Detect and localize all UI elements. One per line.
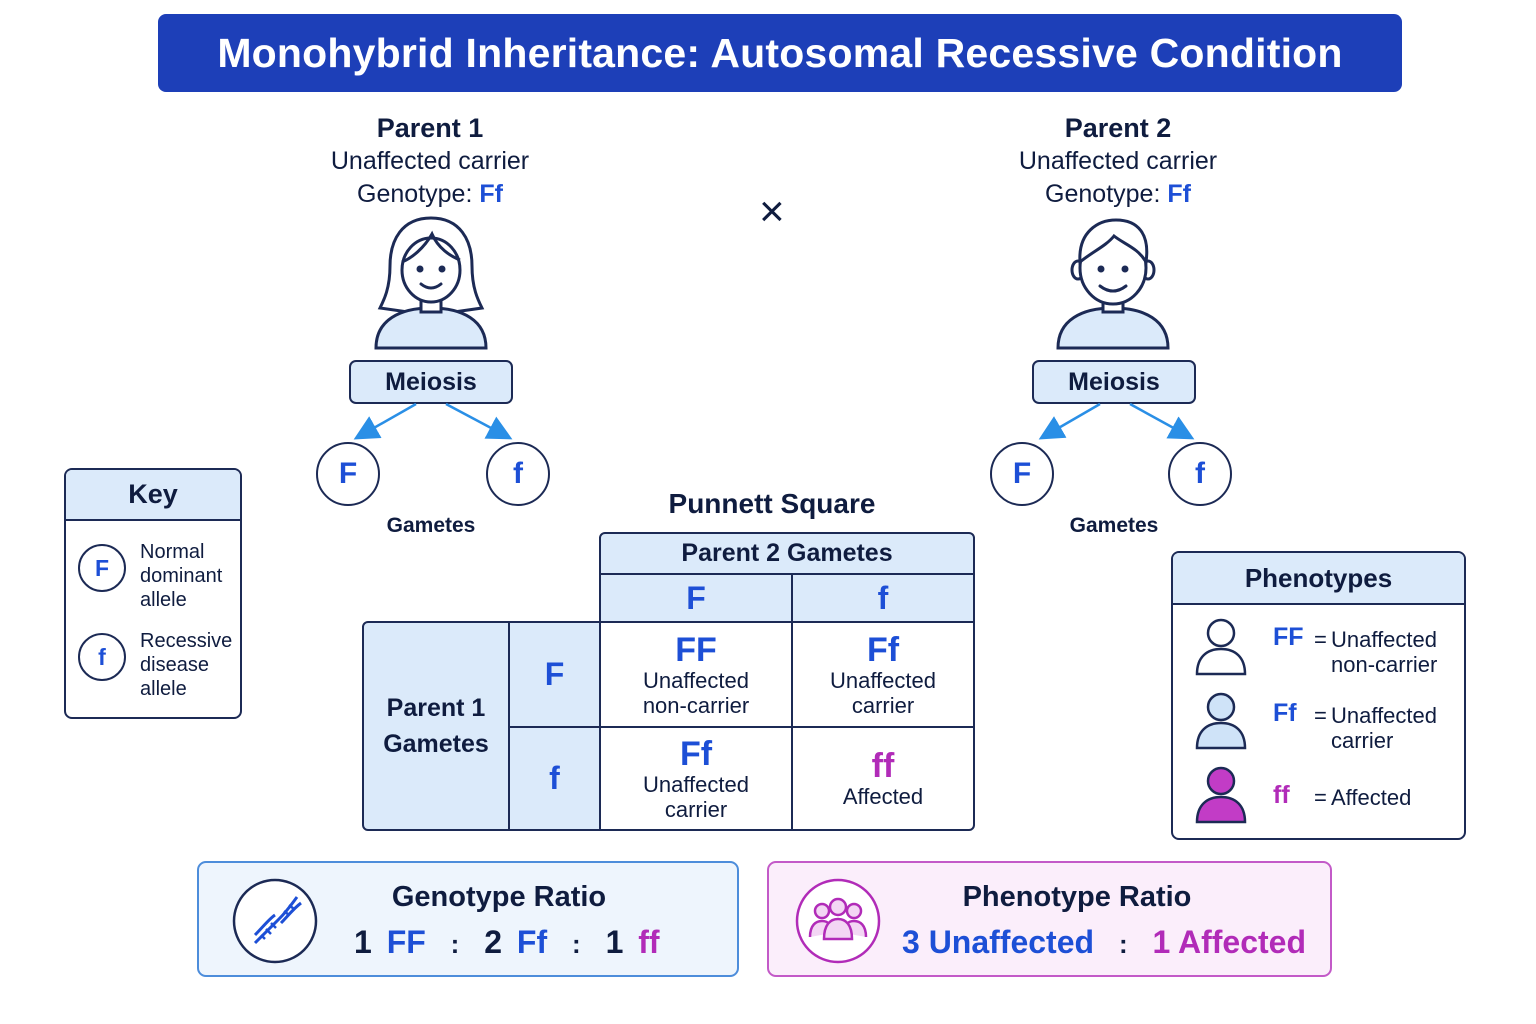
parent-2-title: Parent 2 xyxy=(1064,113,1172,143)
person-light-icon xyxy=(1195,692,1247,750)
phenotype-equals: = xyxy=(1314,627,1327,652)
parent-1-genotype-line: Genotype: Ff xyxy=(280,178,580,211)
phenotypes-title: Phenotypes xyxy=(1173,553,1464,605)
page-title: Monohybrid Inheritance: Autosomal Recess… xyxy=(217,29,1343,76)
cell-genotype: ff xyxy=(871,747,895,785)
phenotype-ratio-panel: Phenotype Ratio 3 Unaffected : 1 Affecte… xyxy=(767,861,1332,977)
punnett-cell-Ff-bottom: Ff Unaffected carrier xyxy=(599,726,793,831)
key-allele-recessive: f xyxy=(78,633,126,681)
key-panel: Key F Normal dominant allele f Recessive… xyxy=(64,468,242,719)
punnett-col-allele-dominant: F xyxy=(599,573,793,623)
phenotype-ratio-title: Phenotype Ratio xyxy=(962,881,1192,913)
punnett-title: Punnett Square xyxy=(668,488,876,519)
title-banner: Monohybrid Inheritance: Autosomal Recess… xyxy=(158,14,1402,92)
parent-2-genotype: Ff xyxy=(1167,180,1191,208)
arrow-p2-right xyxy=(1129,402,1195,440)
arrow-p1-left xyxy=(353,402,417,440)
meiosis-box-parent-1: Meiosis xyxy=(349,360,513,404)
dna-icon xyxy=(232,878,318,964)
punnett-row-header: Parent 1 Gametes xyxy=(362,621,510,831)
key-allele-dominant: F xyxy=(78,544,126,592)
cell-phenotype: Unaffected non-carrier xyxy=(642,667,750,718)
ratio-separator: : xyxy=(450,929,460,959)
person-outline-icon xyxy=(1195,618,1247,676)
gamete-p2-dominant: F xyxy=(990,442,1054,506)
ratio-separator: : xyxy=(572,929,581,959)
group-people-icon xyxy=(795,878,881,964)
col-allele-dominant: F xyxy=(686,579,706,616)
gamete-p1-dominant: F xyxy=(316,442,380,506)
cell-genotype: FF xyxy=(675,630,717,669)
meiosis-label: Meiosis xyxy=(1068,367,1160,396)
parent-2-genotype-label: Genotype: xyxy=(1045,180,1161,208)
cell-phenotype: Affected xyxy=(842,784,924,809)
ratio-count: 1 xyxy=(354,924,372,960)
col-allele-recessive: f xyxy=(877,579,889,616)
row-allele-dominant: F xyxy=(544,656,565,692)
phenotype-genotype: ff xyxy=(1273,781,1290,809)
cell-phenotype: Unaffected carrier xyxy=(829,667,936,718)
phenotype-description: Unaffected non-carrier xyxy=(1331,627,1438,677)
phenotypes-panel: Phenotypes FF = Unaffected non-carrier F… xyxy=(1171,551,1466,840)
ratio-count: 2 xyxy=(484,924,503,960)
gamete-p1-recessive: f xyxy=(486,442,550,506)
parent-2-header: Parent 2 Unaffected carrier Genotype: Ff xyxy=(968,112,1268,211)
cell-phenotype: Unaffected carrier xyxy=(642,771,749,822)
person-filled-icon xyxy=(1195,766,1247,824)
gametes-label-parent-2: Gametes xyxy=(1069,514,1159,537)
cell-genotype: Ff xyxy=(679,734,713,773)
phenotype-ratio-values: 3 Unaffected : 1 Affected xyxy=(902,924,1306,961)
genotype-ratio-panel: Genotype Ratio 1 FF : 2 Ff : 1 ff xyxy=(197,861,739,977)
punnett-col-allele-recessive: f xyxy=(791,573,975,623)
parent-2-status: Unaffected carrier xyxy=(1018,147,1218,175)
key-title: Key xyxy=(66,470,240,521)
phenotype-genotype: FF xyxy=(1273,623,1304,651)
phenotype-equals: = xyxy=(1314,703,1327,728)
punnett-row-allele-dominant: F xyxy=(508,621,601,728)
ratio-count: 1 xyxy=(605,924,624,960)
punnett-cell-Ff-top: Ff Unaffected carrier xyxy=(791,621,975,728)
phenotype-description: Unaffected carrier xyxy=(1331,703,1438,753)
punnett-row-allele-recessive: f xyxy=(508,726,601,831)
parent-1-header: Parent 1 Unaffected carrier Genotype: Ff xyxy=(280,112,580,211)
male-parent-icon xyxy=(1056,218,1170,350)
ratio-separator: : xyxy=(1118,929,1128,959)
meiosis-label: Meiosis xyxy=(385,367,477,396)
genotype-ratio-title: Genotype Ratio xyxy=(391,881,607,913)
cell-genotype: Ff xyxy=(866,630,900,669)
punnett-col-header: Parent 2 Gametes xyxy=(599,532,975,575)
ratio-genotype: FF xyxy=(386,924,426,960)
parent-2-genotype-line: Genotype: Ff xyxy=(968,178,1268,211)
arrow-p1-right xyxy=(445,402,513,440)
phenotype-equals: = xyxy=(1314,785,1327,810)
female-parent-icon xyxy=(374,216,488,350)
punnett-cell-FF: FF Unaffected non-carrier xyxy=(599,621,793,728)
gamete-p2-recessive: f xyxy=(1168,442,1232,506)
phenotype-description: Affected xyxy=(1331,785,1412,810)
parent-1-genotype: Ff xyxy=(479,180,503,208)
key-text-recessive: Recessive disease allele xyxy=(140,630,233,700)
row-allele-recessive: f xyxy=(549,760,560,796)
arrow-p2-left xyxy=(1038,402,1101,440)
gametes-label-parent-1: Gametes xyxy=(386,514,476,537)
parent-1-genotype-label: Genotype: xyxy=(357,180,473,208)
ratio-genotype: Ff xyxy=(516,924,548,960)
phenotype-genotype: Ff xyxy=(1273,699,1297,727)
key-text-dominant: Normal dominant allele xyxy=(140,541,223,611)
ratio-unaffected: 3 Unaffected xyxy=(902,924,1095,960)
parent-1-title: Parent 1 xyxy=(376,113,484,143)
meiosis-box-parent-2: Meiosis xyxy=(1032,360,1196,404)
parent-1-status: Unaffected carrier xyxy=(330,147,530,175)
genotype-ratio-values: 1 FF : 2 Ff : 1 ff xyxy=(354,924,660,961)
ratio-genotype: ff xyxy=(638,924,660,960)
punnett-cell-ff: ff Affected xyxy=(791,726,975,831)
ratio-affected: 1 Affected xyxy=(1152,924,1307,960)
cross-symbol: × xyxy=(759,187,785,236)
